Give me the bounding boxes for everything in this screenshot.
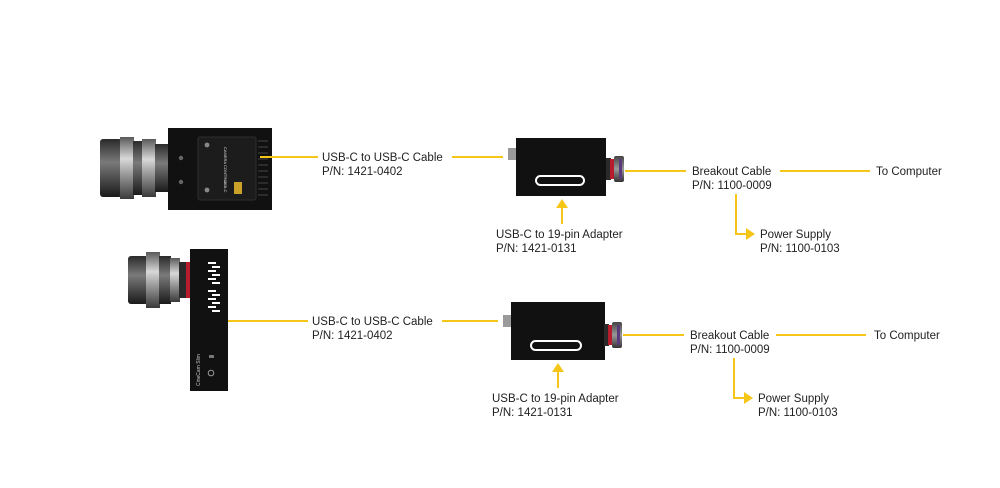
breakout-cable-2-label: Breakout Cable P/N: 1100-0009: [690, 329, 770, 357]
camera-1-lens: [100, 137, 169, 199]
power-supply-1-label: Power Supply P/N: 1100-0103: [760, 228, 840, 256]
adapter-1-label: USB-C to 19-pin Adapter P/N: 1421-0131: [496, 228, 623, 256]
breakout-cable-2-name: Breakout Cable: [690, 330, 770, 342]
camera-1-body: CAMERA CONTROL USB-C: [168, 128, 272, 210]
usb-cable-1-name: USB-C to USB-C Cable: [322, 152, 443, 164]
power-supply-1-name: Power Supply: [760, 229, 831, 241]
camera-2-model-label: CineCam Slim: [196, 354, 202, 386]
usb-cable-1-label: USB-C to USB-C Cable P/N: 1421-0402: [322, 151, 443, 179]
power-supply-2-label: Power Supply P/N: 1100-0103: [758, 392, 838, 420]
adapter-1-pn: P/N: 1421-0131: [496, 243, 577, 255]
camera-2-body: CineCam Slim: [190, 249, 228, 391]
adapter-2-pn: P/N: 1421-0131: [492, 407, 573, 419]
power-branch-1: [735, 194, 748, 235]
camera-1-port-label: USB-C: [223, 180, 228, 193]
power-branch-2: [733, 358, 746, 399]
power-branch-2-arrowhead: [744, 392, 753, 404]
usb-cable-2-label: USB-C to USB-C Cable P/N: 1421-0402: [312, 315, 433, 343]
camera-1-control-label: CAMERA CONTROL: [223, 147, 228, 185]
adapter-2-label: USB-C to 19-pin Adapter P/N: 1421-0131: [492, 392, 619, 420]
usb-cable-1-pn: P/N: 1421-0402: [322, 166, 403, 178]
adapter-1: [508, 138, 624, 196]
breakout-cable-1-label: Breakout Cable P/N: 1100-0009: [692, 165, 772, 193]
power-supply-2-pn: P/N: 1100-0103: [758, 407, 838, 419]
power-supply-2-name: Power Supply: [758, 393, 829, 405]
adapter-2: [503, 302, 622, 360]
adapter-2-name: USB-C to 19-pin Adapter: [492, 393, 619, 405]
camera-2-lens: [128, 252, 192, 308]
usb-cable-2-name: USB-C to USB-C Cable: [312, 316, 433, 328]
breakout-cable-2-pn: P/N: 1100-0009: [690, 344, 770, 356]
adapter-2-arrowhead: [552, 363, 564, 372]
adapter-1-arrowhead: [556, 199, 568, 208]
destination-1-label: To Computer: [876, 166, 942, 178]
adapter-1-name: USB-C to 19-pin Adapter: [496, 229, 623, 241]
power-supply-1-pn: P/N: 1100-0103: [760, 243, 840, 255]
power-branch-1-arrowhead: [746, 228, 755, 240]
breakout-cable-1-pn: P/N: 1100-0009: [692, 180, 772, 192]
breakout-cable-1-name: Breakout Cable: [692, 166, 772, 178]
destination-2-label: To Computer: [874, 330, 940, 342]
usb-cable-2-pn: P/N: 1421-0402: [312, 330, 393, 342]
